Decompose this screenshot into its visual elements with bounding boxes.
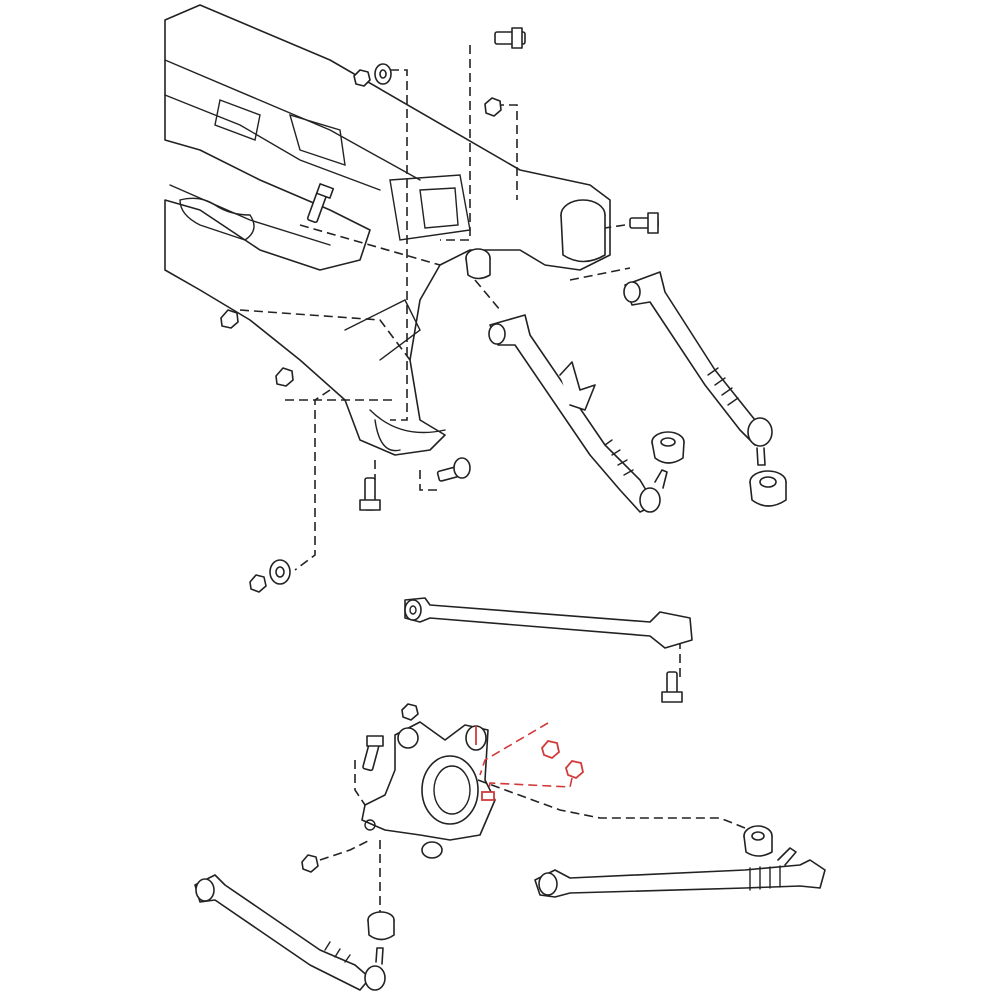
bushing-icon	[651, 431, 685, 464]
lower-arm-left	[194, 874, 386, 991]
bushing-icon	[367, 911, 395, 941]
rear-subframe	[164, 4, 611, 456]
knuckle-fasteners	[301, 703, 751, 915]
nut-icon	[484, 97, 502, 117]
bolt-icon	[494, 27, 526, 49]
nut-icon	[275, 367, 294, 387]
bushing-icon	[743, 825, 773, 857]
lower-link-middle	[404, 597, 693, 649]
bolt-icon	[306, 183, 335, 224]
highlighted-fasteners	[475, 722, 584, 801]
bolt-icon	[359, 477, 381, 511]
washer-icon	[269, 559, 291, 585]
lateral-arm-rear	[623, 271, 773, 466]
washer-icon	[374, 63, 392, 85]
nut-icon	[541, 740, 560, 760]
bolt-icon	[629, 212, 659, 234]
assembly-guide-lines	[239, 45, 681, 680]
nut-icon	[565, 760, 584, 780]
nut-icon	[249, 574, 267, 593]
nut-icon	[353, 69, 371, 87]
lateral-arm-front	[488, 314, 668, 513]
nut-icon	[220, 309, 239, 329]
bushing-icon	[749, 470, 787, 507]
bolt-icon	[661, 671, 683, 703]
lower-arm-right	[534, 847, 826, 898]
fasteners-upper	[220, 27, 659, 593]
nut-icon	[301, 854, 319, 873]
nut-icon	[401, 703, 419, 721]
bolt-icon	[362, 735, 384, 772]
bolt-icon	[436, 457, 471, 482]
